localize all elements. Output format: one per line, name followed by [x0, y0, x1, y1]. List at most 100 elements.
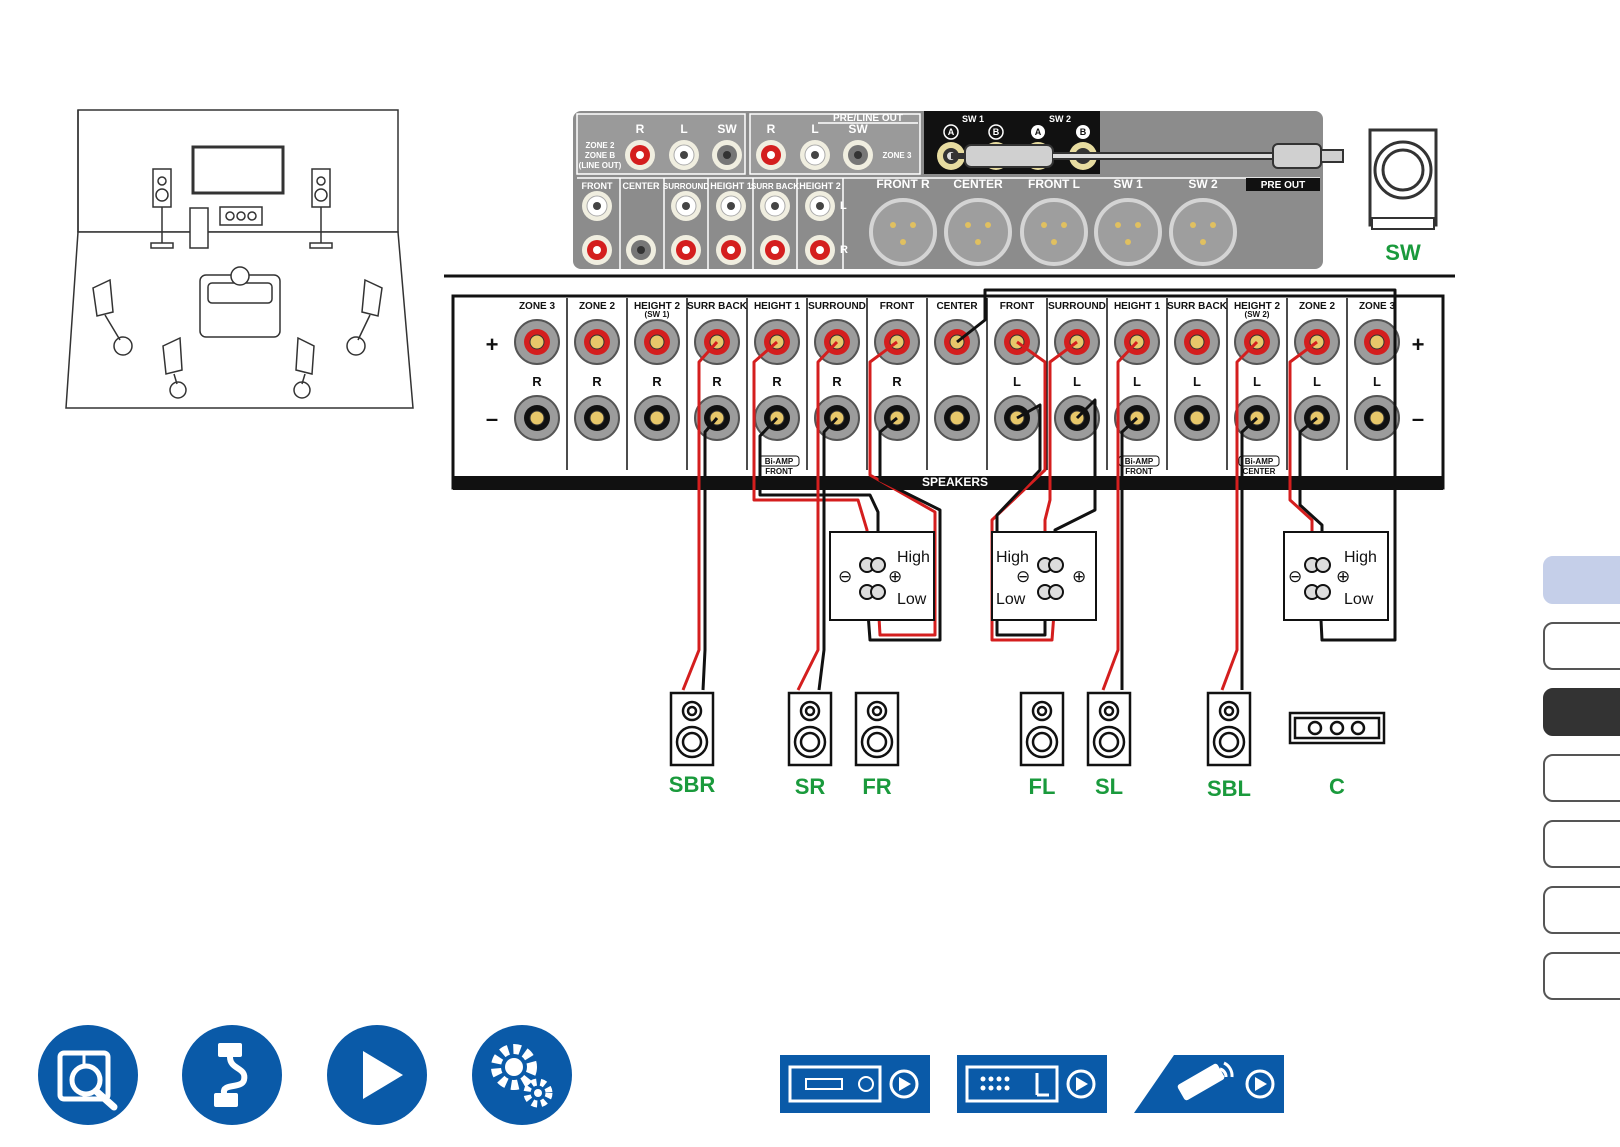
biamp-low: Low [897, 591, 927, 608]
channel-label: FRONT [880, 301, 914, 312]
channel-side-label: R [832, 374, 842, 389]
plus-terminal-post [1189, 334, 1205, 350]
biamp-tags: Bi-AMP FRONT Bi-AMP FRONT Bi-AMP CENTER [758, 455, 1280, 476]
plus-terminal-post [1369, 334, 1385, 350]
channel-side-label: L [1373, 374, 1381, 389]
minus-terminal-post [1189, 410, 1205, 426]
preout-group-title: PRE/LINE OUT [833, 113, 903, 124]
front-panel-button[interactable] [780, 1055, 930, 1113]
channel-side-label: L [1253, 374, 1261, 389]
minus-sign: – [1412, 406, 1424, 431]
speaker-label-fr: FR [862, 774, 891, 799]
channel-label: HEIGHT 2 [1234, 301, 1281, 312]
xlr-label: FRONT L [1028, 177, 1080, 191]
channel-label: HEIGHT 1 [1114, 301, 1161, 312]
biamp-high: High [1344, 549, 1377, 566]
speaker-label-sbr: SBR [669, 772, 716, 797]
setup-icon [491, 1044, 553, 1108]
biamp-plus: ⊕ [1072, 567, 1086, 586]
plus-terminal-post [589, 334, 605, 350]
biamp-box-front-right: ⊖ ⊕ High Low [829, 531, 935, 621]
preout-lower-label: HEIGHT 2 [799, 181, 841, 191]
speakers-footer: SPEAKERS [922, 475, 988, 489]
sw-b-marker: B [993, 127, 1000, 137]
sw-a-marker: A [1035, 127, 1042, 137]
channel-label: ZONE 3 [1359, 301, 1396, 312]
remote-button[interactable] [1134, 1055, 1284, 1113]
channel-side-label: L [1133, 374, 1141, 389]
biamp-plus: ⊕ [888, 567, 902, 586]
channel-label: ZONE 2 [579, 301, 616, 312]
channel-side-label: L [1313, 374, 1321, 389]
biamp-low: Low [996, 591, 1026, 608]
rear-panel-icon [965, 1065, 1096, 1103]
plus-terminal-post [649, 334, 665, 350]
side-tab-section[interactable] [1543, 688, 1620, 736]
speaker-label-c: C [1329, 774, 1345, 799]
channel-side-label: R [652, 374, 662, 389]
side-tab[interactable] [1543, 754, 1620, 802]
playback-icon [363, 1051, 403, 1099]
channel-label: CENTER [936, 301, 978, 312]
minus-terminal-post [649, 410, 665, 426]
biamp-box-front-left: ⊖ ⊕ High Low [991, 531, 1097, 621]
subwoofer: SW [1368, 128, 1438, 265]
channel-side-label: R [592, 374, 602, 389]
speaker-label-sr: SR [795, 774, 826, 799]
side-tab[interactable] [1543, 952, 1620, 1000]
channel-sublabel: (SW 1) [645, 310, 670, 319]
biamp-target: FRONT [1125, 467, 1153, 476]
biamp-plus: ⊕ [1336, 567, 1350, 586]
connections-button[interactable] [182, 1025, 282, 1125]
plus-sign: + [486, 332, 499, 357]
subwoofer-label: SW [1385, 240, 1421, 265]
sw1-label: SW 1 [962, 114, 984, 124]
zone3-preout-label: ZONE 3 [883, 151, 912, 160]
connections-icon [214, 1043, 248, 1107]
speaker-label-sbl: SBL [1207, 776, 1251, 801]
channel-side-label: R [532, 374, 542, 389]
biamp-low: Low [1344, 591, 1374, 608]
xlr-label: SW 1 [1113, 177, 1143, 191]
channel-label: HEIGHT 2 [634, 301, 681, 312]
channel-side-label: L [1013, 374, 1021, 389]
side-tab-current[interactable] [1543, 556, 1620, 604]
preout-lower-label: SURR BACK [751, 182, 799, 191]
channel-label: SURROUND [1048, 301, 1106, 312]
biamp-title: Bi-AMP [1125, 457, 1154, 466]
preout-lower-label: HEIGHT 1 [710, 181, 752, 191]
preout-lower-label: FRONT [582, 181, 613, 191]
room-layout-illustration [65, 109, 414, 409]
contents-button[interactable] [38, 1025, 138, 1125]
preout-l-marker: L [840, 200, 847, 212]
pre-out-tag: PRE OUT [1261, 180, 1305, 191]
channel-side-label: R [712, 374, 722, 389]
preout-top-label: SW [717, 122, 737, 136]
channel-side-label: R [772, 374, 782, 389]
preout-r-marker: R [840, 244, 848, 256]
xlr-label: FRONT R [876, 177, 930, 191]
biamp-minus: ⊖ [838, 567, 852, 586]
side-tab[interactable] [1543, 820, 1620, 868]
minus-terminal-post [949, 410, 965, 426]
side-tab[interactable] [1543, 622, 1620, 670]
preout-top-label: L [680, 122, 687, 136]
xlr-jacks [869, 198, 1237, 266]
preout-top-label: SW [848, 122, 868, 136]
rear-panel-button[interactable] [957, 1055, 1107, 1113]
plus-sign: + [1412, 332, 1425, 357]
preout-lower-label: SURROUND [663, 182, 709, 191]
channel-label: SURR BACK [1167, 301, 1228, 312]
playback-button[interactable] [327, 1025, 427, 1125]
setup-button[interactable] [472, 1025, 572, 1125]
minus-terminal-post [1369, 410, 1385, 426]
xlr-label: CENTER [953, 177, 1003, 191]
preout-lower-label: CENTER [622, 181, 660, 191]
zoneb-label: ZONE B [585, 151, 615, 160]
biamp-target: CENTER [1243, 467, 1276, 476]
biamp-title: Bi-AMP [765, 457, 794, 466]
preout-top-label: R [767, 122, 776, 136]
side-tab[interactable] [1543, 886, 1620, 934]
plus-terminal-post [529, 334, 545, 350]
